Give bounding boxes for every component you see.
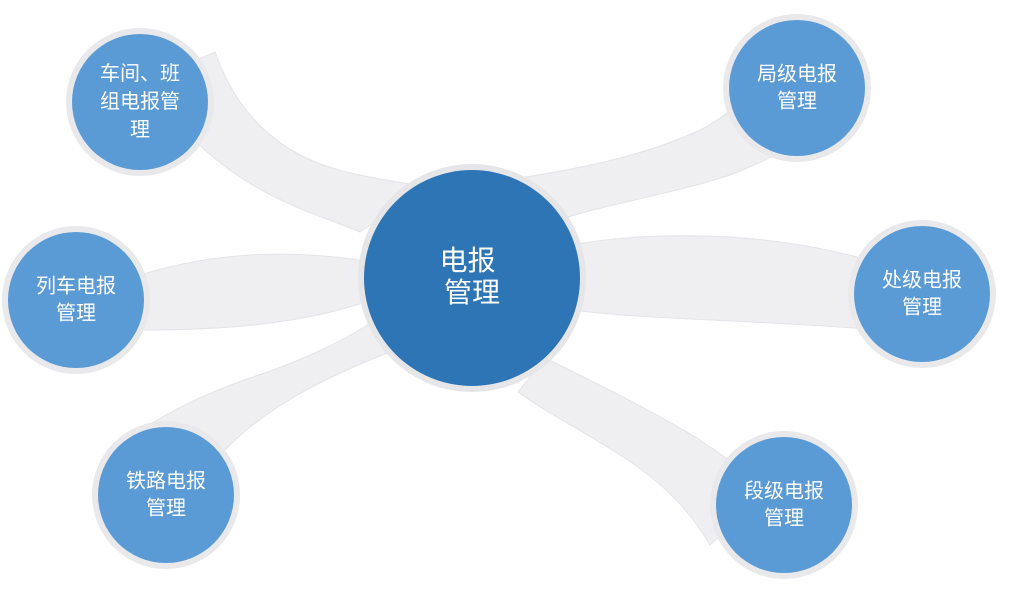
satellite-node-workshop: 车间、班组电报管理: [66, 28, 214, 176]
satellite-label-line: 列车电报: [36, 273, 116, 297]
satellite-node-circle: [729, 20, 865, 156]
satellite-label-line: 组电报管: [100, 89, 180, 113]
satellite-label-line: 管理: [777, 88, 817, 112]
connector-branch: [564, 235, 881, 331]
satellite-node-label: 铁路电报管理: [126, 468, 206, 519]
satellite-label-line: 处级电报: [882, 267, 962, 291]
satellite-label-line: 车间、班: [100, 61, 180, 85]
satellite-node-label: 车间、班组电报管理: [100, 61, 180, 141]
satellite-label-line: 铁路电报: [126, 468, 206, 492]
center-node-label: 电报 管理: [440, 244, 505, 309]
satellite-label-line: 段级电报: [744, 478, 824, 502]
satellite-label-line: 管理: [902, 294, 942, 318]
satellite-node-bureau: 局级电报管理: [723, 14, 871, 162]
satellite-node-section: 段级电报管理: [710, 431, 858, 579]
satellite-node-circle: [716, 437, 852, 573]
satellite-node-circle: [8, 232, 144, 368]
connector-branch: [149, 51, 427, 233]
satellite-node-railway: 铁路电报管理: [92, 421, 240, 569]
satellite-node-train: 列车电报管理: [2, 226, 150, 374]
center-node: 电报 管理: [358, 164, 586, 392]
satellite-node-label: 局级电报管理: [757, 61, 837, 112]
satellite-node-label: 段级电报管理: [744, 478, 824, 529]
center-label-line: 管理: [444, 276, 500, 309]
satellite-node-label: 处级电报管理: [882, 267, 962, 318]
satellite-node-circle: [854, 226, 990, 362]
satellite-label-line: 局级电报: [757, 61, 837, 85]
satellite-node-division: 处级电报管理: [848, 220, 996, 368]
satellite-node-label: 列车电报管理: [36, 273, 116, 324]
satellite-label-line: 管理: [146, 495, 186, 519]
center-node-circle: [364, 170, 580, 386]
connector-branch: [139, 253, 373, 331]
center-label-line: 电报: [440, 244, 496, 277]
satellite-node-circle: [98, 427, 234, 563]
satellite-label-line: 管理: [764, 505, 804, 529]
satellite-label-line: 管理: [56, 300, 96, 324]
satellite-node-circle: [72, 34, 208, 170]
satellite-label-line: 理: [130, 117, 150, 141]
